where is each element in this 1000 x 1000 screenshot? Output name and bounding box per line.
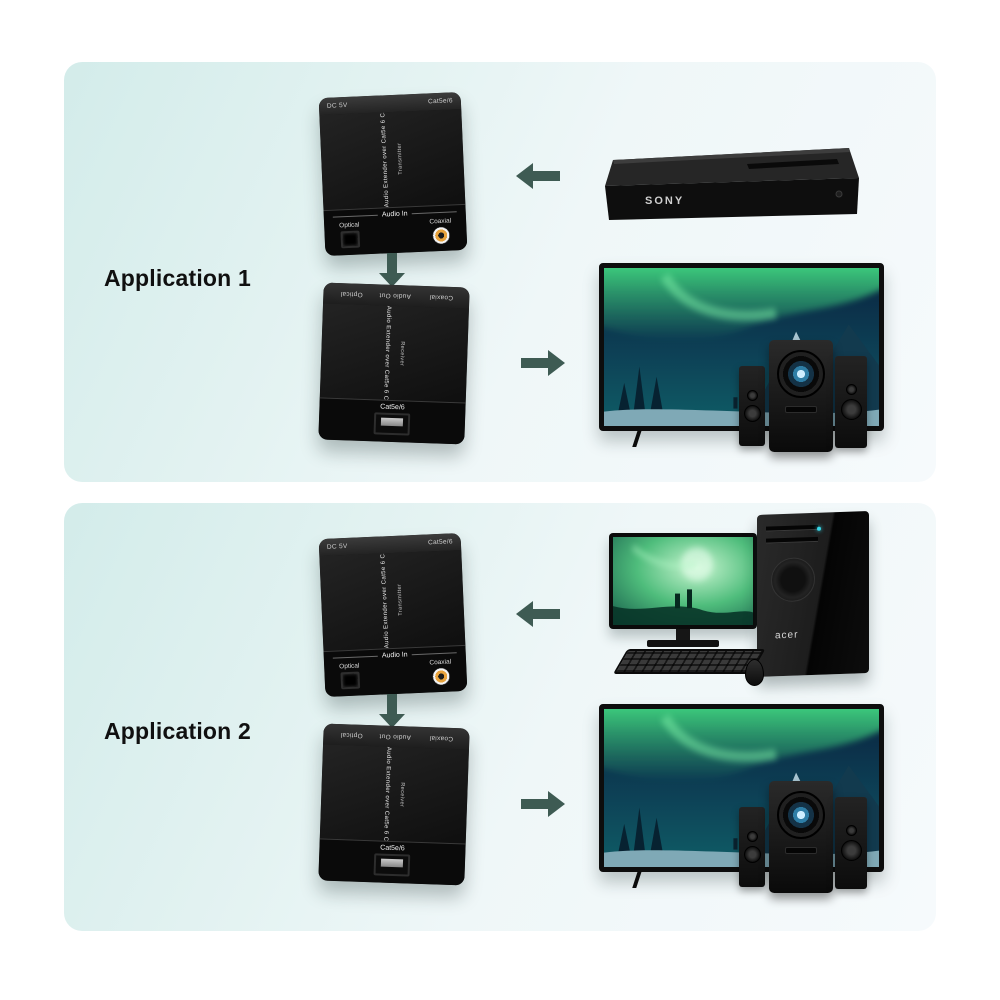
audio-out-label: Audio Out [379,732,412,741]
tv-with-speakers [599,704,884,896]
speaker-system [739,781,881,896]
dc-power-label: DC 5V [326,101,348,110]
rj45-port [373,412,411,436]
receiver-front-panel: Cat5e/6 [318,397,466,445]
tv-leg-left [632,430,642,447]
coaxial-port [432,226,450,245]
desktop-computer: acer [607,511,873,696]
drive-bay [766,524,818,532]
receiver-front-panel: Cat5e/6 [318,838,466,886]
woofer [840,399,862,420]
optical-port [340,671,360,690]
receiver-device: Optical Audio Out Coaxial Audio Extender… [318,282,470,445]
woofer [743,405,761,422]
monitor-frame [609,533,757,629]
sony-logo: SONY [645,195,684,207]
subwoofer-driver [777,350,825,398]
right-satellite-speaker [835,356,867,448]
application-1-panel: Application 1 DC 5V Cat5e/6 Audio Extend… [64,62,936,482]
receiver-device: Optical Audio Out Coaxial Audio Extender… [318,723,470,886]
optical-label: Optical [339,662,360,671]
monitor-neck [676,629,690,640]
tv-with-speakers [599,263,884,455]
device-name-label: Audio Extender over Cat5e 6 Cable [381,305,392,403]
cat5e6-rear-label: Cat5e/6 [427,97,454,106]
application-1-title: Application 1 [104,265,252,292]
coaxial-label: Coaxial [429,658,452,667]
transmitter-label: Transmitter [396,143,404,176]
dc-power-label: DC 5V [326,542,348,551]
tv-leg-left [632,871,642,888]
coaxial-port-group: Coaxial [429,659,452,686]
transmitter-front-panel: Audio In Optical Coaxial [323,644,468,698]
optical-label: Optical [339,221,360,230]
receiver-top-face: Audio Extender over Cat5e 6 Cable Receiv… [319,303,469,403]
blu-ray-player: SONY [605,148,859,220]
coaxial-port [432,667,450,686]
tweeter [845,825,857,836]
optical-port-group: Optical [339,663,360,690]
transmitter-device: DC 5V Cat5e/6 Audio Extender over Cat5e … [318,532,468,698]
transmitter-device: DC 5V Cat5e/6 Audio Extender over Cat5e … [318,91,468,257]
application-2-panel: Application 2 DC 5V Cat5e/6 Audio Extend… [64,503,936,931]
rj45-port [373,853,411,877]
coaxial-port-group: Coaxial [429,218,452,245]
receiver-label: Receiver [398,781,406,807]
transmitter-ports: Optical Coaxial [333,217,458,249]
cat5e6-label: Cat5e/6 [380,403,405,412]
subwoofer [769,781,833,893]
woofer [840,840,862,861]
right-satellite-speaker [835,797,867,889]
arrow-right-icon [521,791,565,817]
audio-out-label: Audio Out [379,291,412,300]
left-satellite-speaker [739,807,765,887]
coaxial-label: Coaxial [429,217,452,226]
device-name-label: Audio Extender over Cat5e 6 Cable [379,108,390,208]
transmitter-front-panel: Audio In Optical Coaxial [323,203,468,257]
left-satellite-speaker [739,366,765,446]
transmitter-label: Transmitter [396,584,404,617]
computer-monitor [609,533,757,647]
transmitter-top-face: Audio Extender over Cat5e 6 Cable Transm… [319,549,466,652]
coaxial-out-label: Coaxial [428,734,453,743]
optical-out-label: Optical [339,731,363,739]
receiver-label: Receiver [398,340,406,366]
subwoofer-driver [777,791,825,839]
optical-out-label: Optical [339,290,363,298]
tweeter [746,390,758,401]
subwoofer [769,340,833,452]
application-2-title: Application 2 [104,718,252,745]
monitor-screen-game [613,537,753,625]
transmitter-ports: Optical Coaxial [333,658,458,690]
arrow-left-icon [516,601,560,627]
mouse [745,659,764,686]
front-vent [771,556,815,603]
arrow-down-icon [379,694,405,728]
power-led [817,526,821,531]
cat5e6-label: Cat5e/6 [380,844,405,853]
cat5e6-rear-label: Cat5e/6 [427,538,454,547]
drive-bay [766,536,818,544]
subwoofer-port [785,406,817,413]
coaxial-out-label: Coaxial [428,293,453,302]
woofer [743,846,761,863]
device-name-label: Audio Extender over Cat5e 6 Cable [379,549,390,649]
arrow-down-icon [379,253,405,287]
acer-logo: acer [775,629,799,642]
subwoofer-port [785,847,817,854]
arrow-right-icon [521,350,565,376]
optical-port-group: Optical [339,222,360,249]
tweeter [845,384,857,395]
optical-port [340,230,360,249]
arrow-left-icon [516,163,560,189]
transmitter-top-face: Audio Extender over Cat5e 6 Cable Transm… [319,108,466,211]
device-name-label: Audio Extender over Cat5e 6 Cable [381,746,392,844]
receiver-top-face: Audio Extender over Cat5e 6 Cable Receiv… [319,744,469,844]
tweeter [746,831,758,842]
keyboard [613,649,766,674]
speaker-system [739,340,881,455]
monitor-base [647,640,719,647]
computer-tower: acer [757,511,869,677]
tv [599,263,884,431]
